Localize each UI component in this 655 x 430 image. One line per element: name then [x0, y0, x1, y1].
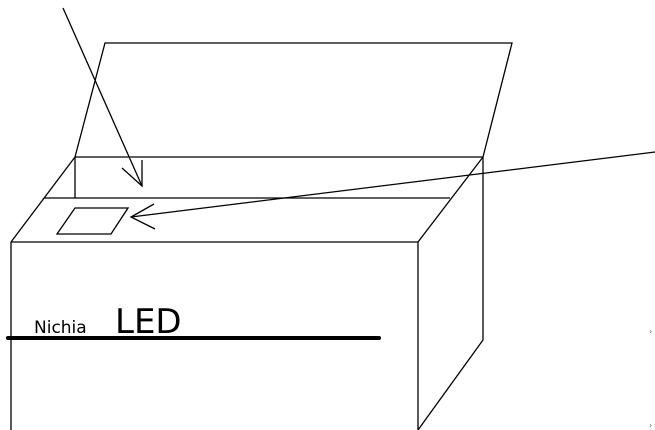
box-side-bottom-edge — [418, 340, 483, 430]
lid-flap — [75, 43, 512, 157]
box-top-left-edge — [11, 157, 75, 242]
brand-label: Nichia — [34, 318, 87, 338]
edge-tick-mark: › — [649, 327, 652, 336]
edge-tick-mark: › — [649, 421, 652, 430]
product-label: LED — [115, 302, 182, 342]
arrow-right-shaft — [131, 152, 655, 217]
box-top-right-edge — [418, 157, 483, 242]
led-chip-parallelogram — [57, 208, 128, 234]
